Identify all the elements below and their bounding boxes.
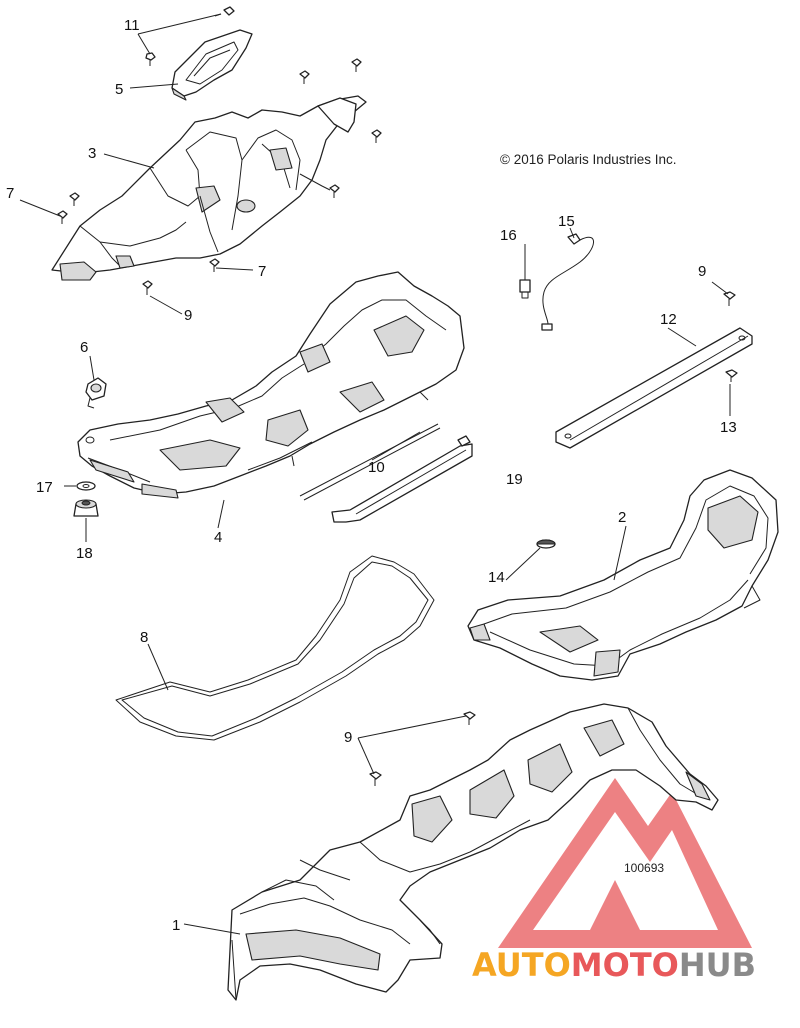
callout-18: 18 xyxy=(76,545,93,562)
part-14-bumper xyxy=(536,539,556,549)
callout-9c: 9 xyxy=(344,729,352,746)
part-4-floor xyxy=(77,271,465,499)
part-1-fender xyxy=(227,703,719,1001)
part-16-pin xyxy=(519,258,531,299)
callout-1: 1 xyxy=(172,917,180,934)
callout-10: 10 xyxy=(368,459,385,476)
callout-13: 13 xyxy=(720,419,737,436)
callout-5: 5 xyxy=(115,81,123,98)
callout-7a: 7 xyxy=(6,185,14,202)
watermark-text: AUTOMOTOHUB xyxy=(472,946,756,984)
screw-9-middle xyxy=(369,711,476,786)
callout-6: 6 xyxy=(80,339,88,356)
copyright-text: © 2016 Polaris Industries Inc. xyxy=(500,152,677,167)
part-3-hood xyxy=(51,95,367,281)
watermark-moto: MOTO xyxy=(571,946,679,984)
callout-4: 4 xyxy=(214,529,222,546)
push-nut-13 xyxy=(725,369,738,382)
screw-11 xyxy=(145,6,235,66)
part-17-washer xyxy=(76,481,96,491)
part-6-latch xyxy=(85,377,107,409)
part-10-rod xyxy=(299,423,473,523)
part-2-tray xyxy=(467,469,779,681)
callout-15: 15 xyxy=(558,213,575,230)
callout-9b: 9 xyxy=(698,263,706,280)
push-rivet-top xyxy=(57,58,382,295)
callout-14: 14 xyxy=(488,569,505,586)
watermark-hub: HUB xyxy=(679,946,756,984)
callout-3: 3 xyxy=(88,145,96,162)
callout-7b: 7 xyxy=(258,263,266,280)
callout-17: 17 xyxy=(36,479,53,496)
callout-19: 19 xyxy=(506,471,523,488)
callout-labels: 11 5 3 7 7 9 16 15 9 12 13 6 10 19 17 4 … xyxy=(6,17,737,934)
part-15-sensor-wire xyxy=(541,233,594,331)
callout-16: 16 xyxy=(500,227,517,244)
callout-8: 8 xyxy=(140,629,148,646)
callout-9a: 9 xyxy=(184,307,192,324)
callout-11: 11 xyxy=(124,17,140,34)
leader-lines xyxy=(19,13,731,935)
part-12-strap xyxy=(555,327,753,449)
part-5-bracket xyxy=(171,29,253,101)
part-18-grommet xyxy=(73,499,99,517)
callout-12: 12 xyxy=(660,311,677,328)
callout-2: 2 xyxy=(618,509,626,526)
reference-number: 100693 xyxy=(624,861,664,875)
screw-9-right xyxy=(723,291,736,306)
part-8-seal xyxy=(115,555,435,741)
watermark-auto: AUTO xyxy=(472,946,571,984)
watermark-logo xyxy=(498,778,752,948)
